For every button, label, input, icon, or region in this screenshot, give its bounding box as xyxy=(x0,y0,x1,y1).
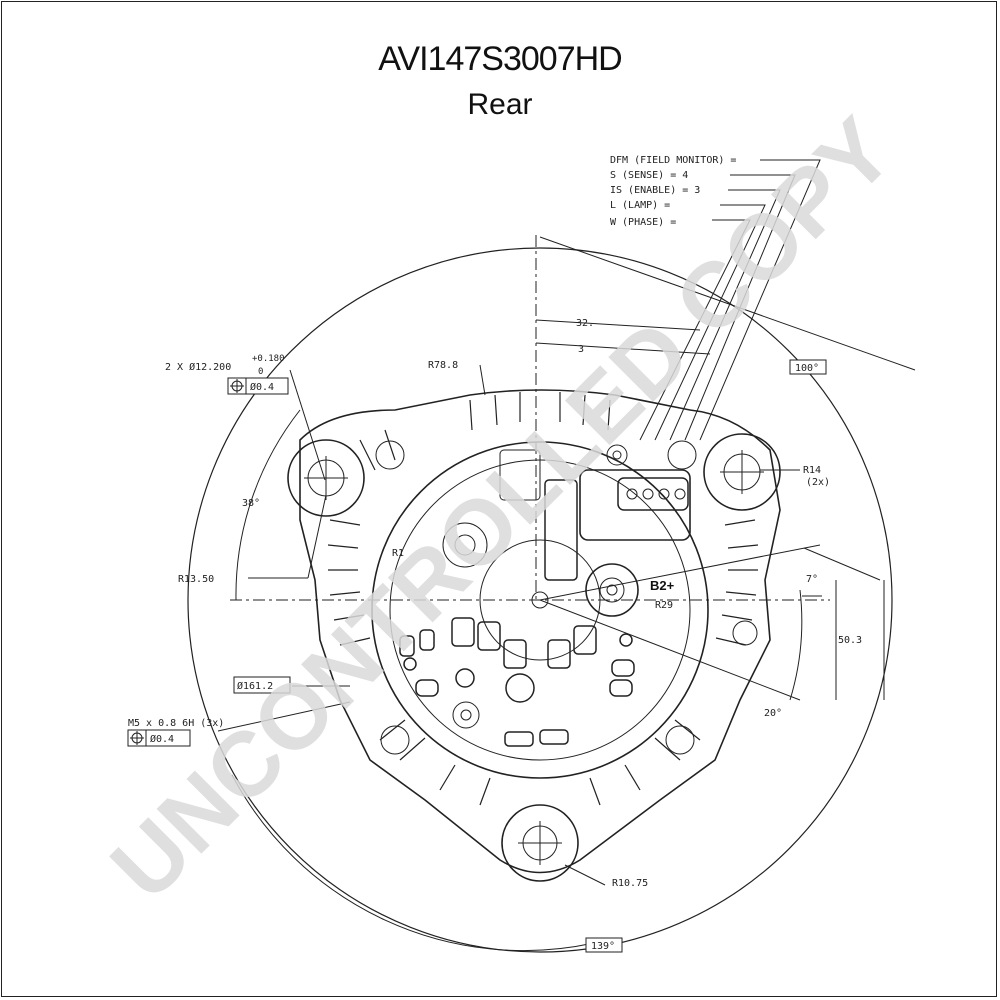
dim-angle-20: 20° xyxy=(764,708,782,719)
dim-diameter-161: Ø161.2 xyxy=(237,680,273,692)
tol-position-1: Ø0.4 xyxy=(250,381,274,393)
page-title: AVI147S3007HD xyxy=(378,40,622,78)
dim-r10-75: R10.75 xyxy=(612,878,648,889)
label-b2: B2+ xyxy=(650,578,675,593)
dim-angle-7: 7° xyxy=(806,574,818,585)
left-ear xyxy=(287,439,365,517)
page-subtitle: Rear xyxy=(467,88,533,121)
screw-lower xyxy=(452,701,480,729)
dim-r29: R29 xyxy=(655,600,673,611)
label-dfm: DFM (FIELD MONITOR) = xyxy=(610,155,736,166)
dim-r-partial: R1 xyxy=(392,548,404,559)
regulator-body xyxy=(579,469,691,541)
housing-outline xyxy=(299,389,781,874)
label-phase: W (PHASE) = xyxy=(610,217,676,228)
dim-angle-38: 38° xyxy=(242,498,260,509)
dim-r78: R78.8 xyxy=(428,360,458,371)
cooling-fins xyxy=(327,392,759,806)
dim-50-3: 50.3 xyxy=(838,635,862,646)
dim-tol-lower: 0 xyxy=(258,367,263,377)
dim-thread: M5 x 0.8 6H (3x) xyxy=(128,718,224,729)
uncontrolled-copy-watermark: UNCONTROLLED COPY xyxy=(92,99,912,919)
dim-r13: R13.50 xyxy=(178,574,214,585)
reference-circle xyxy=(187,247,893,953)
dim-angle-139: 139° xyxy=(591,941,615,952)
screw-upper xyxy=(606,444,628,466)
hole-left-bolt xyxy=(442,522,488,568)
label-lamp: L (LAMP) = xyxy=(610,200,670,211)
label-sense: S (SENSE) = 4 xyxy=(610,170,688,181)
tol-position-2: Ø0.4 xyxy=(150,733,174,745)
dim-angle-100: 100° xyxy=(795,363,819,374)
bottom-ear xyxy=(501,804,579,882)
b-plus-terminal xyxy=(585,563,639,617)
dim-r14: R14 xyxy=(803,465,821,476)
vent-slots xyxy=(399,617,635,747)
rear-cover-outer xyxy=(371,441,709,779)
terminal-connector xyxy=(617,477,689,511)
dim-hole-spec: 2 X Ø12.200 xyxy=(165,361,231,373)
terminal-leaders xyxy=(639,159,821,441)
label-enable: IS (ENABLE) = 3 xyxy=(610,185,700,196)
right-ear xyxy=(703,433,781,511)
dim-r14-count: (2x) xyxy=(806,477,830,488)
dim-tol-upper: +0.180 xyxy=(252,354,285,364)
dim-3: 3 xyxy=(578,344,584,355)
brush-holder xyxy=(544,479,578,581)
dim-32: 32. xyxy=(576,318,594,329)
